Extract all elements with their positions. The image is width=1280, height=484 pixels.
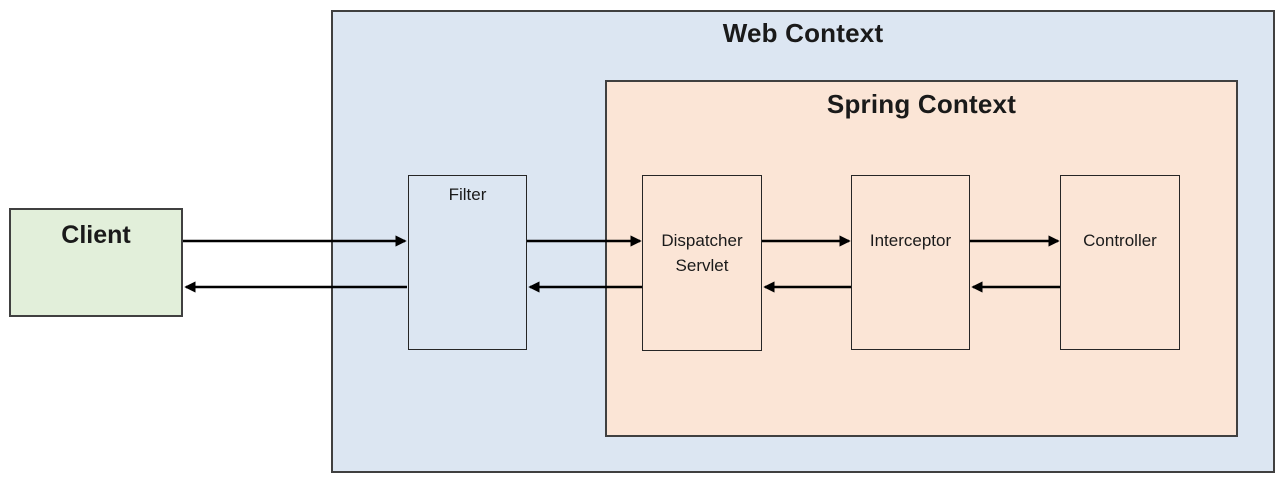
filter-box: Filter [408,175,527,350]
controller-label: Controller [1083,231,1157,250]
interceptor-box: Interceptor [851,175,970,350]
filter-label: Filter [448,185,487,204]
web-context-title: Web Context [722,18,884,48]
spring-context-title: Spring Context [826,89,1017,119]
dispatcher-servlet-label: Dispatcher Servlet [661,231,743,275]
controller-box: Controller [1060,175,1180,350]
dispatcher-servlet-box: Dispatcher Servlet [642,175,762,351]
client-label: Client [61,221,131,249]
interceptor-label: Interceptor [869,231,952,250]
client-box: Client [9,208,183,317]
